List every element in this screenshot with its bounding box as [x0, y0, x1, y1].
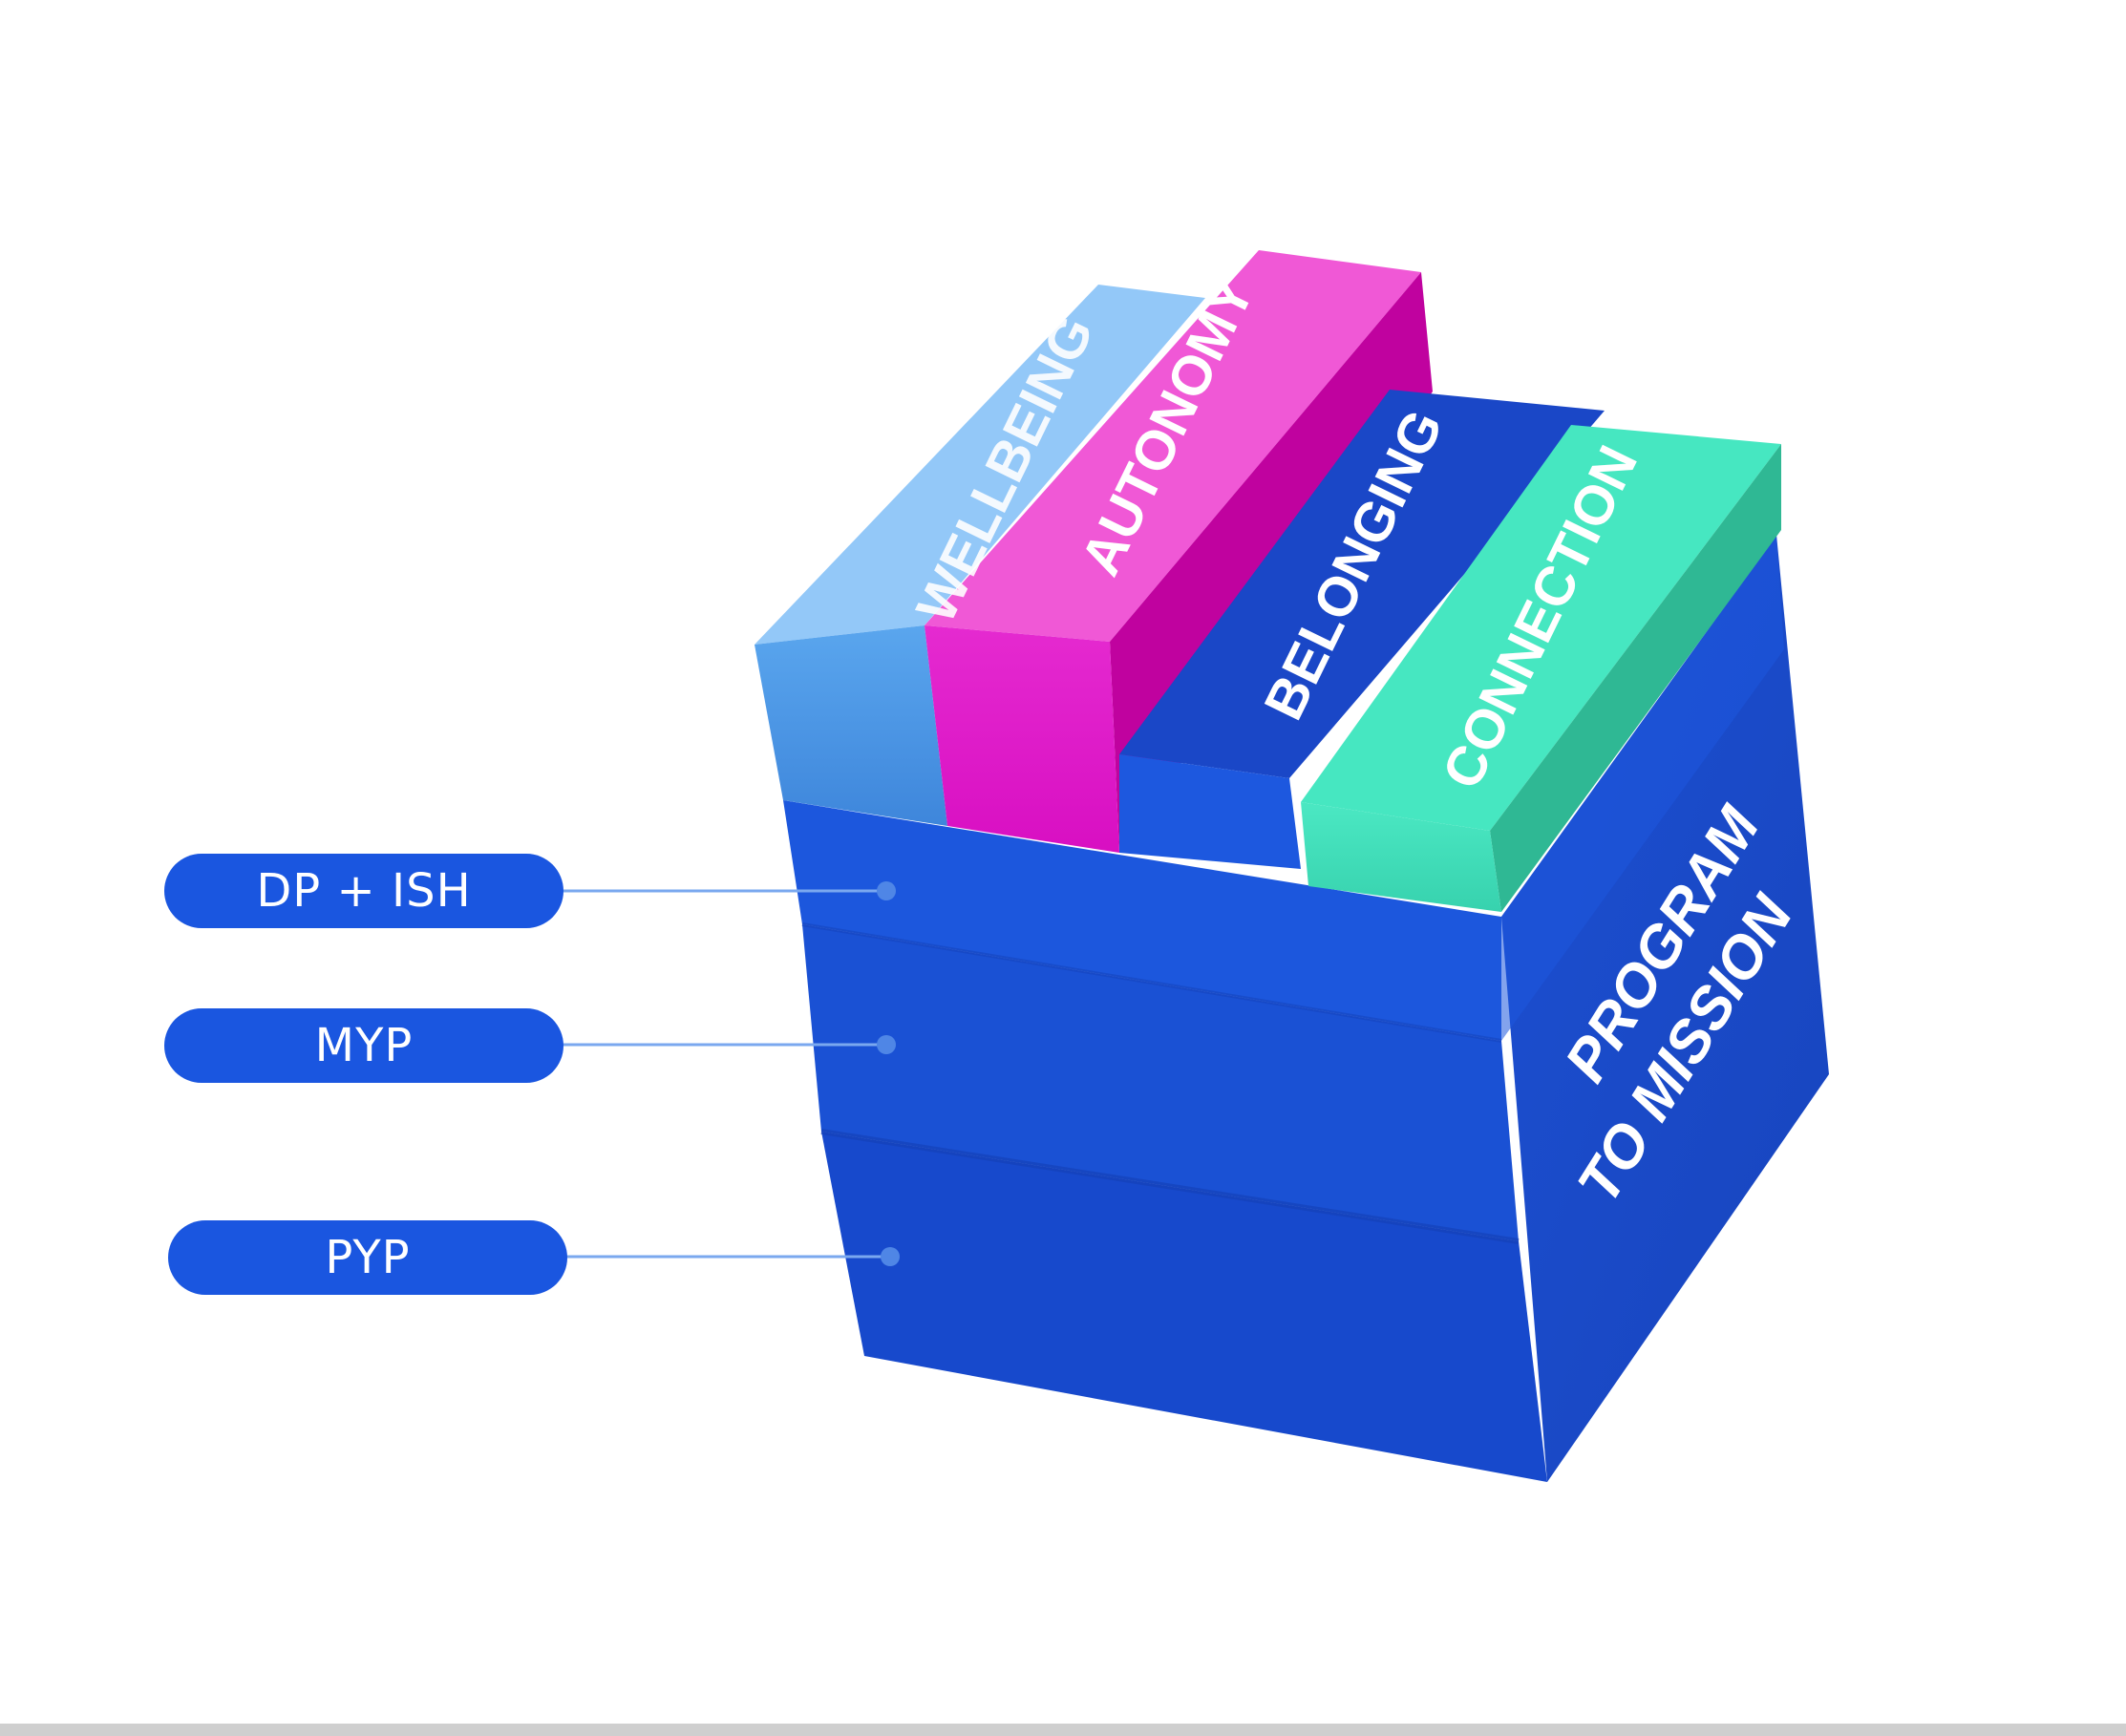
layer-separator [801, 922, 1502, 1043]
layer-pill-dp-ish: DP + ISH [164, 854, 563, 928]
pillar-wellbeing [755, 285, 1205, 826]
pillar-connection [1301, 425, 1781, 912]
connectors [562, 881, 900, 1266]
connector-dot [881, 1247, 900, 1266]
pillars [755, 250, 1781, 912]
pillar-belonging [1119, 390, 1605, 869]
cube-body [783, 535, 1829, 1482]
connector-dot [877, 1035, 896, 1054]
layer-pill-label: PYP [325, 1231, 411, 1284]
layer-pill-label: MYP [314, 1019, 414, 1072]
cube-right-face [1501, 535, 1829, 1482]
layer-myp-front [802, 924, 1519, 1241]
cube-right-face-shade [1501, 535, 1784, 1041]
layer-pill-pyp: PYP [168, 1220, 567, 1295]
connector-dot [877, 881, 896, 900]
bottom-bar [0, 1724, 2126, 1736]
layer-dp-ish-front [783, 800, 1501, 1041]
layer-separator [820, 1129, 1520, 1244]
layer-pill-myp: MYP [164, 1008, 563, 1083]
layer-pill-label: DP + ISH [256, 864, 472, 918]
